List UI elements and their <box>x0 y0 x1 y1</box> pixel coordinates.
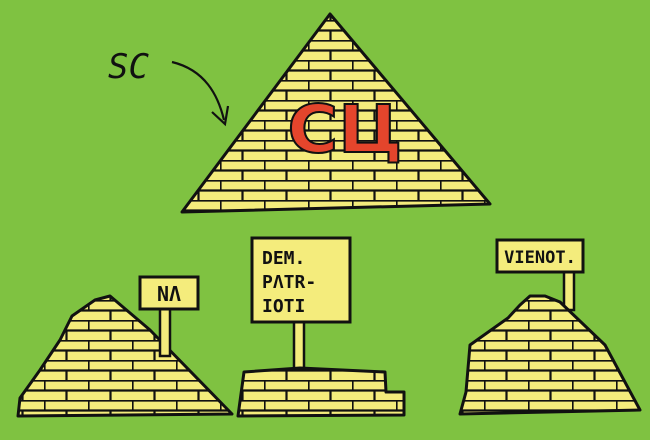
sign-pole <box>562 268 576 312</box>
sc-annotation: SC <box>108 47 230 127</box>
annotation-label: SC <box>108 47 149 87</box>
sign-dem-line3: IOTI <box>262 296 305 317</box>
sign-dem-line1: DEM. <box>262 248 305 269</box>
middle-pyramid: DEM. PΛTR- IOTI <box>236 236 406 418</box>
left-pyramid: NΛ <box>16 275 234 418</box>
sign-dem-line2: PΛTR- <box>262 272 316 293</box>
sign-na-text: NΛ <box>157 282 181 306</box>
arrow-icon <box>171 60 226 121</box>
sign-pole <box>158 306 172 358</box>
main-pyramid: СЦ <box>180 12 492 214</box>
sign-vienot-text: VIENOT. <box>504 248 576 268</box>
sign-vienot <box>495 238 585 274</box>
sign-na <box>138 275 200 311</box>
right-pyramid: VIENOT. <box>458 238 642 416</box>
main-pyramid-logo: СЦ <box>288 91 403 168</box>
sign-dem-patrioti <box>250 236 352 324</box>
